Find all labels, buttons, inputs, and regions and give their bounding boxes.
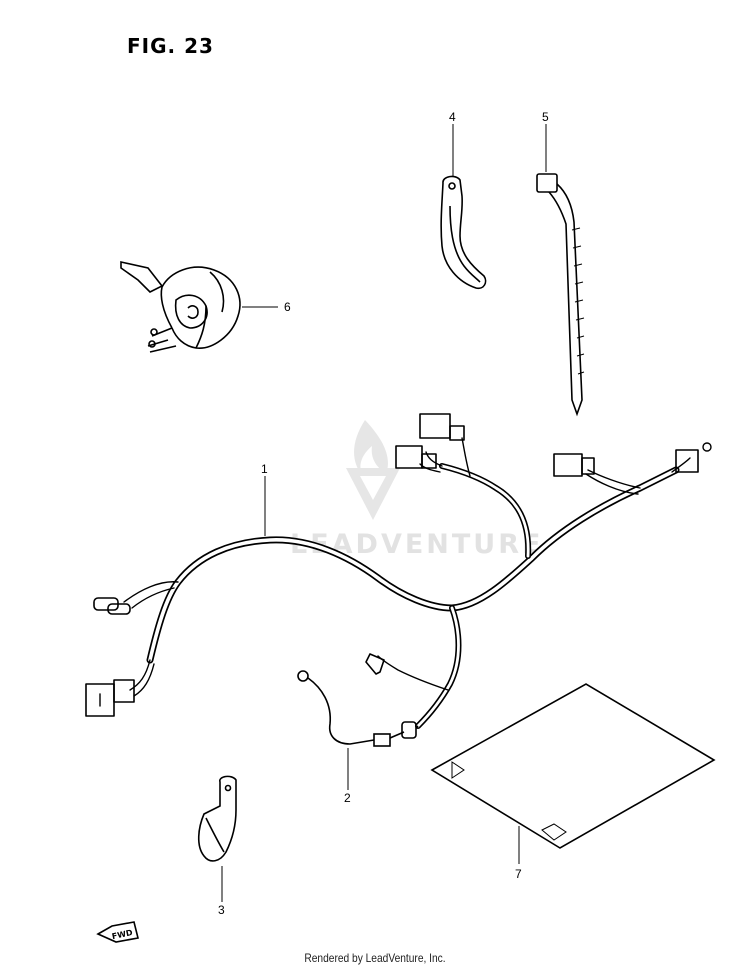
callout-1: 1 <box>261 462 268 476</box>
clamp-part-4[interactable] <box>440 175 487 290</box>
watermark-v-icon <box>346 468 400 520</box>
watermark-text: LEADVENTURE <box>290 529 543 560</box>
callout-5: 5 <box>542 110 549 124</box>
ground-lead-part-2[interactable] <box>297 670 419 747</box>
fwd-arrow-icon: FWD <box>96 921 139 943</box>
callout-3: 3 <box>218 903 225 917</box>
callout-7: 7 <box>515 867 522 881</box>
horn-assembly[interactable] <box>120 261 241 353</box>
callout-6: 6 <box>284 300 291 314</box>
cable-tie-part-5[interactable] <box>536 173 585 417</box>
figure-title: FIG. 23 <box>127 34 214 58</box>
watermark-flame-icon <box>354 420 388 475</box>
label-sheet-part-7[interactable] <box>430 683 716 849</box>
callout-4: 4 <box>449 110 456 124</box>
clamp-part-3[interactable] <box>197 775 237 862</box>
callout-2: 2 <box>344 791 351 805</box>
footer-credit: Rendered by LeadVenture, Inc. <box>304 951 446 965</box>
wiring-harness[interactable] <box>85 413 712 729</box>
fwd-label: FWD <box>111 928 134 941</box>
watermark: LEADVENTURE <box>290 420 543 560</box>
